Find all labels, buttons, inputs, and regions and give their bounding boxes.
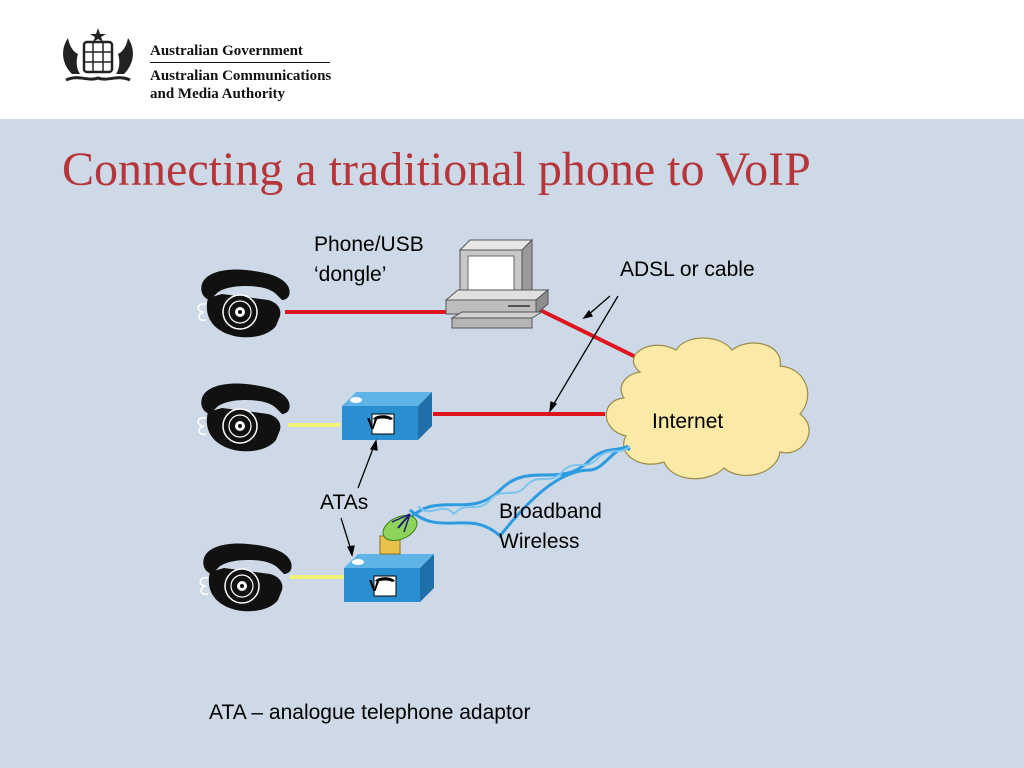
phone-2-icon <box>197 382 291 453</box>
ata-2-badge: V <box>369 578 380 595</box>
computer-icon <box>444 238 550 329</box>
header-bar: Australian Government Australian Communi… <box>0 0 1024 119</box>
phone-3-icon <box>199 542 293 613</box>
agency-text: Australian Government Australian Communi… <box>150 42 331 103</box>
ata-definition: ATA – analogue telephone adaptor <box>209 701 531 724</box>
phone-1-icon <box>197 268 291 339</box>
coat-of-arms-icon <box>63 28 133 82</box>
link-pc-internet <box>539 308 643 362</box>
wireless-signal <box>408 444 631 539</box>
agency-name-line1: Australian Communications <box>150 68 332 84</box>
satellite-dish-icon <box>379 513 418 555</box>
label-internet: Internet <box>652 410 724 433</box>
agency-name-line2: and Media Authority <box>150 86 286 102</box>
internet-cloud <box>605 337 810 480</box>
gov-name: Australian Government <box>150 42 330 63</box>
label-atas: ATAs <box>320 491 369 514</box>
label-adsl-cable: ADSL or cable <box>620 258 755 281</box>
annotation-arrows <box>340 295 619 557</box>
label-dongle-line1: Phone/USB <box>314 233 424 256</box>
ata-2-icon <box>343 553 435 603</box>
label-wireless-line1: Broadband <box>499 500 602 523</box>
ata-1-badge: V <box>367 416 378 433</box>
slide-title: Connecting a traditional phone to VoIP <box>62 143 811 196</box>
label-wireless-line2: Wireless <box>499 530 580 553</box>
ata-1-icon <box>341 391 433 441</box>
label-dongle-line2: ‘dongle’ <box>314 263 387 286</box>
